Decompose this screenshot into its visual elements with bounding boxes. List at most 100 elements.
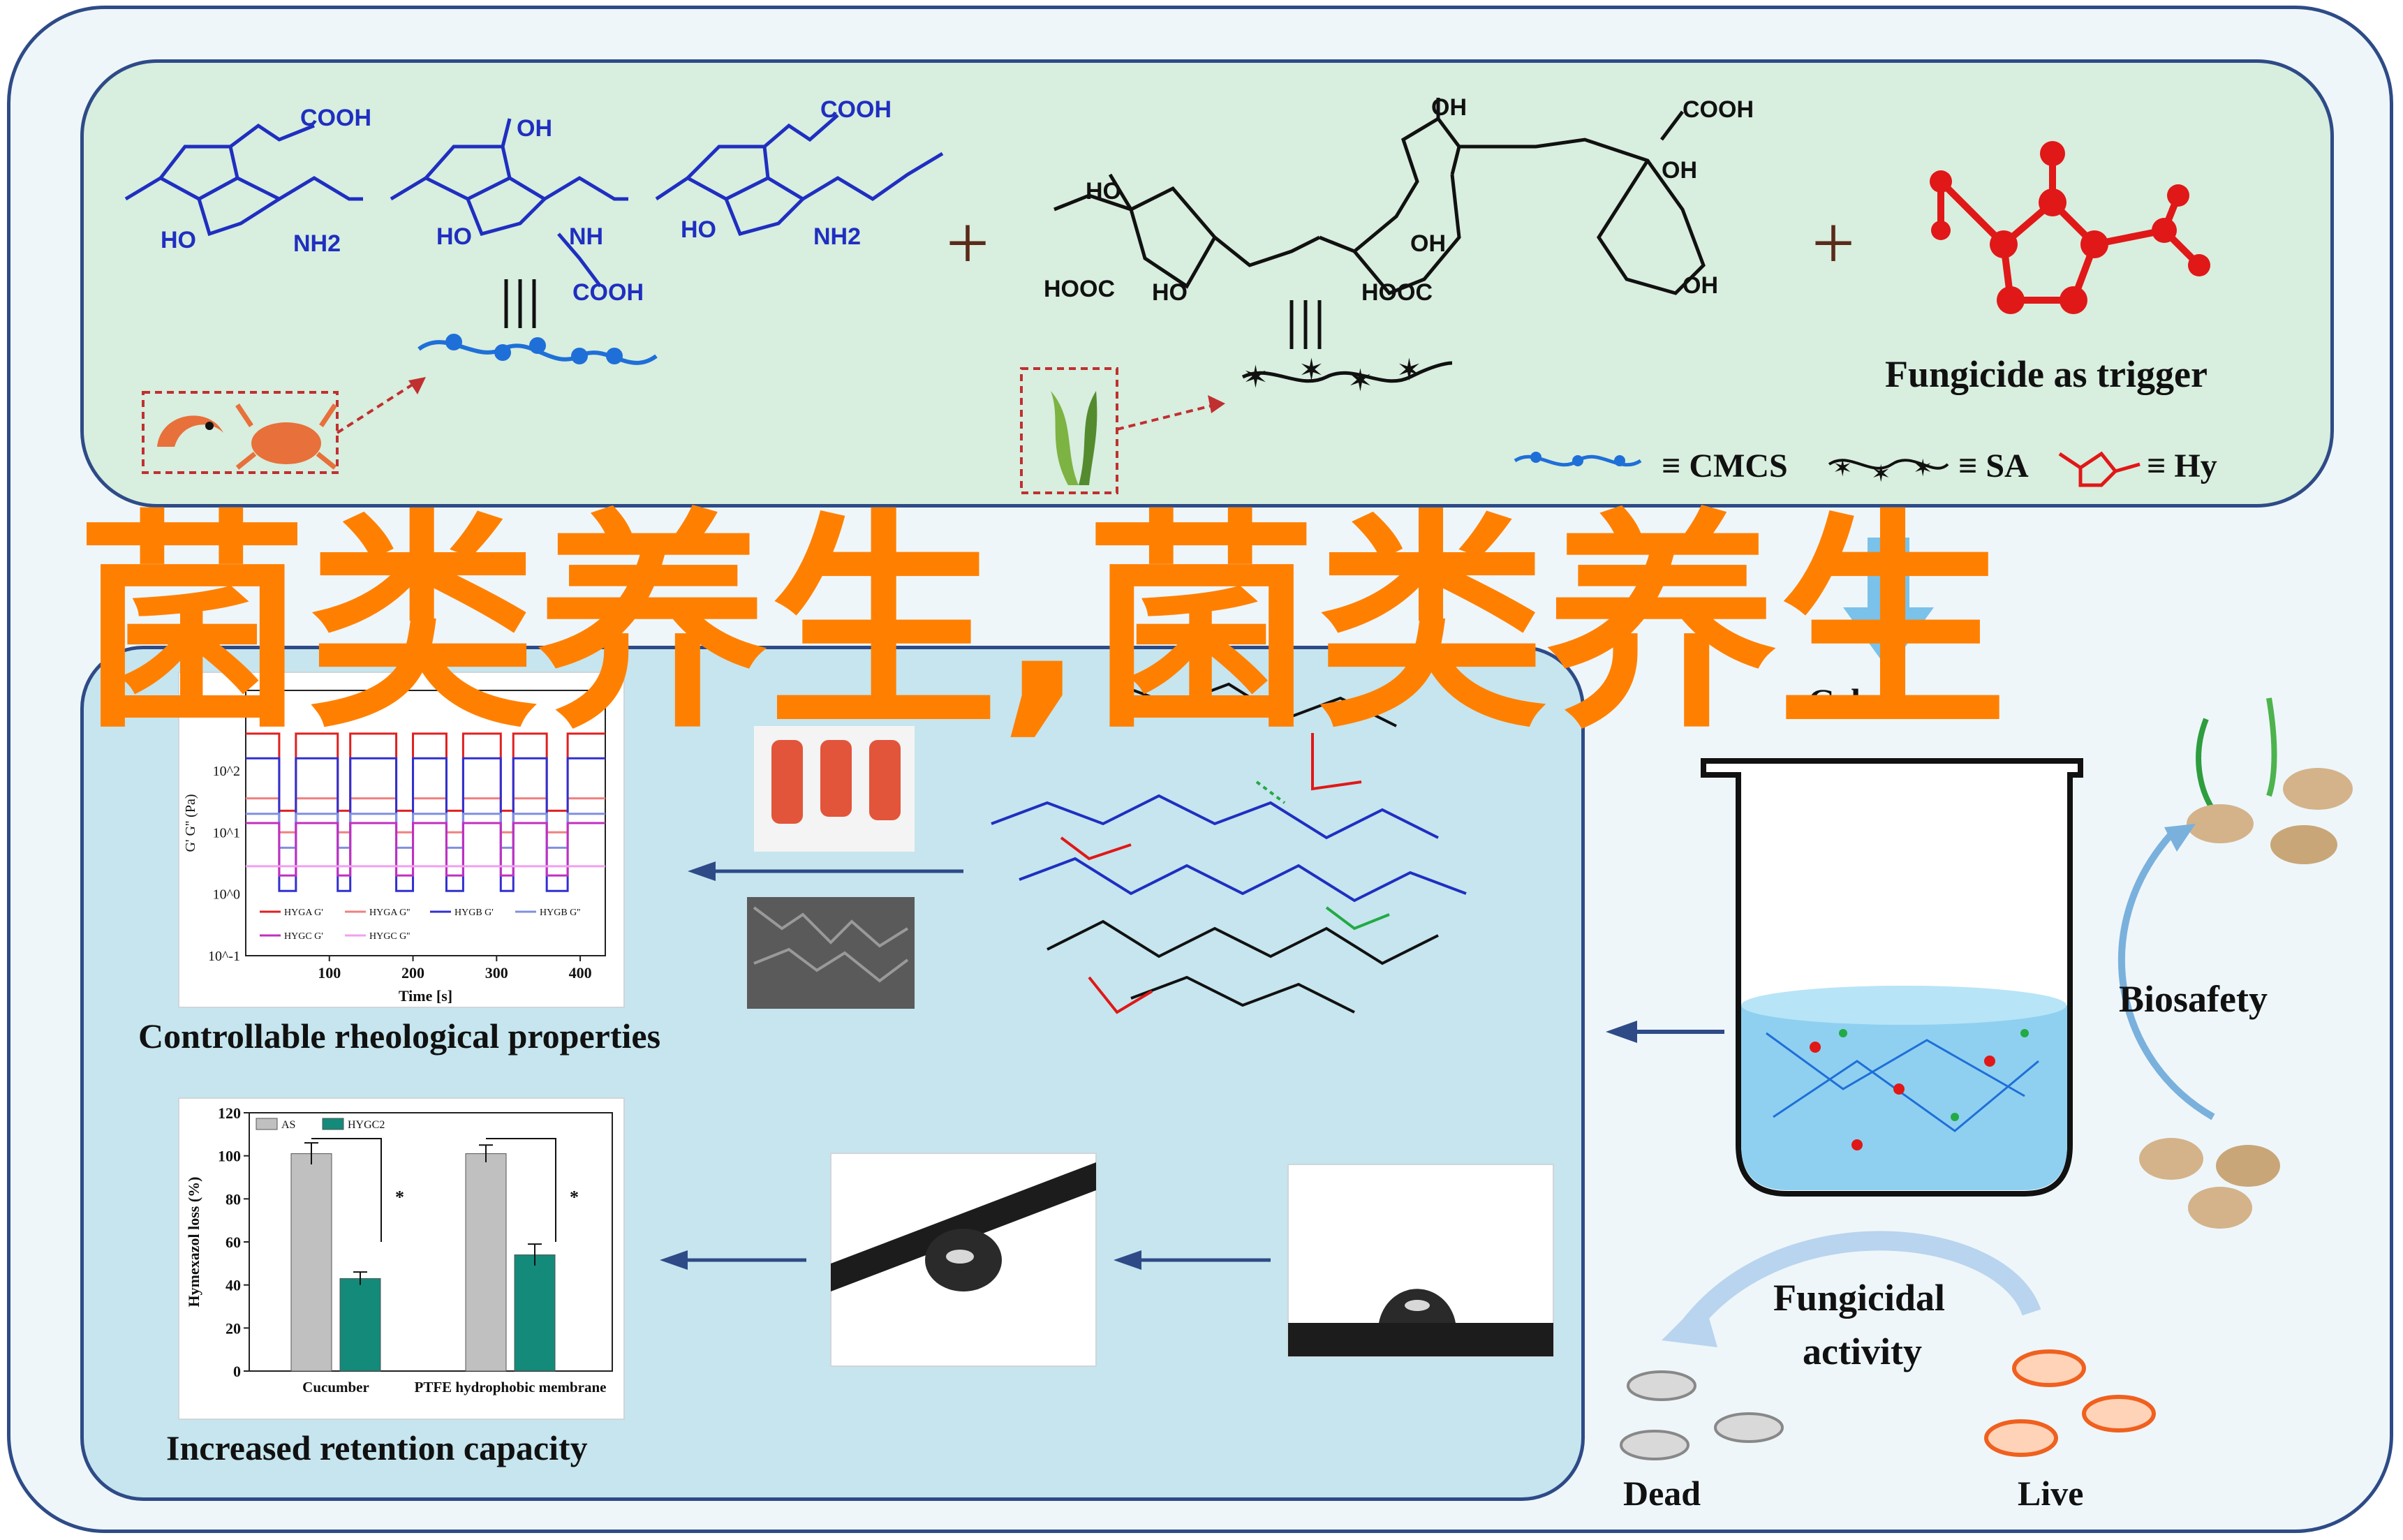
bar xyxy=(514,1254,556,1372)
legend-label: HYGB G' xyxy=(454,908,494,918)
svg-text:✶: ✶ xyxy=(1396,353,1422,387)
y-tick-label: 0 xyxy=(233,1363,241,1380)
plus-sign: + xyxy=(946,200,990,286)
series-line xyxy=(246,797,605,834)
y-axis-label: G' G'' (Pa) xyxy=(183,794,198,852)
chem-label: OH xyxy=(1410,230,1446,257)
crustacean-source-box xyxy=(142,391,339,474)
y-tick-label: 120 xyxy=(218,1104,241,1122)
dead-microbes-icon xyxy=(1620,1370,1784,1460)
svg-text:✶: ✶ xyxy=(1243,360,1269,394)
overlay-text: 菌类养生,菌类养生 xyxy=(77,491,2008,759)
chem-label: COOH xyxy=(300,105,371,131)
svg-text:✶: ✶ xyxy=(1913,456,1933,482)
legend-label: HYGC G' xyxy=(284,931,323,942)
trigger-label: Fungicide as trigger xyxy=(1885,353,2208,395)
legend-sa: ≡ SA xyxy=(1958,447,2029,484)
legend-swatch xyxy=(256,1118,278,1130)
hydrogel-vials-photo xyxy=(754,726,915,852)
biosafety-arrow xyxy=(2117,824,2215,1120)
y-tick-label: 60 xyxy=(225,1234,241,1251)
gelation-label: Gelation xyxy=(1808,681,1937,720)
hydrogel-network xyxy=(991,682,1467,1014)
legend-hy-icon xyxy=(2058,451,2140,487)
legend-swatch xyxy=(322,1118,344,1130)
chem-label: OH xyxy=(1683,272,1718,299)
beaker-to-panel-arrow xyxy=(1606,1021,1724,1043)
legend-label: HYGA G' xyxy=(284,908,323,918)
chem-label: HOOC xyxy=(1044,276,1115,302)
y-tick-label: 80 xyxy=(225,1190,241,1208)
live-label: Live xyxy=(2018,1474,2084,1513)
chem-label: HO xyxy=(161,227,196,253)
chem-label: HO xyxy=(436,223,472,250)
significance-bracket xyxy=(486,1138,556,1242)
hy-molecule xyxy=(1930,141,2210,314)
chem-label: OH xyxy=(1431,94,1467,121)
svg-text:✶: ✶ xyxy=(1871,461,1891,487)
chem-label: COOH xyxy=(1683,96,1754,123)
svg-text:✶: ✶ xyxy=(1833,456,1853,482)
cmcs-chain-icon xyxy=(417,334,658,365)
y-axis-label: Hymexazol loss (%) xyxy=(185,1177,202,1308)
chem-label: HO xyxy=(1152,279,1188,306)
seeds-icon xyxy=(2139,1138,2280,1229)
chem-label: NH2 xyxy=(813,223,862,250)
legend-label: HYGB G'' xyxy=(540,908,580,918)
seaweed-icon xyxy=(1051,391,1097,485)
chem-label: NH xyxy=(569,223,604,250)
x-axis-label: Time [s] xyxy=(399,987,452,1005)
fungicidal-arrow xyxy=(1662,1231,2041,1347)
legend-sa-icon: ✶ ✶ ✶ xyxy=(1828,456,1949,487)
legend-cmcs: ≡ CMCS xyxy=(1662,447,1788,484)
seaweed-source-box xyxy=(1020,367,1118,494)
chem-label: NH2 xyxy=(293,230,341,257)
significance-bracket xyxy=(311,1138,382,1242)
fungicidal-label-line1: Fungicidal xyxy=(1773,1277,1946,1319)
y-tick-label: 100 xyxy=(218,1148,241,1165)
bar xyxy=(339,1278,381,1372)
retention-caption: Increased retention capacity xyxy=(166,1428,588,1467)
sem-image xyxy=(747,897,915,1009)
chem-label: HO xyxy=(681,216,716,243)
y-tick-label: 10^0 xyxy=(213,887,240,903)
x-tick-label: 200 xyxy=(401,964,424,982)
source-arrows xyxy=(336,379,1215,434)
y-tick-label: 10^2 xyxy=(213,764,240,779)
gelation-arrow xyxy=(1843,538,1934,670)
beaker xyxy=(1701,758,2083,1197)
synthesis-panel xyxy=(80,59,2334,508)
significance-star: * xyxy=(570,1187,579,1208)
x-category-label: Cucumber xyxy=(302,1379,369,1395)
chem-label: HOOC xyxy=(1361,279,1433,306)
sa-structure xyxy=(1053,98,1706,295)
x-tick-label: 100 xyxy=(318,964,341,982)
series-line xyxy=(246,732,605,812)
chem-label: HO xyxy=(1086,178,1121,205)
cmcs-structure xyxy=(124,114,944,288)
series-line xyxy=(246,813,605,849)
seed-sprouts-icon xyxy=(2187,697,2353,864)
rheology-caption: Controllable rheological properties xyxy=(138,1016,661,1056)
chem-label: COOH xyxy=(820,96,892,123)
y-tick-label: 20 xyxy=(225,1319,241,1337)
x-tick-label: 400 xyxy=(569,964,592,982)
overlay-watermark-text: 菌类养生,菌类养生 xyxy=(77,510,2171,740)
chem-label: OH xyxy=(1662,157,1697,184)
legend-label: HYGA G'' xyxy=(369,908,410,918)
fungicidal-label-line2: activity xyxy=(1803,1331,1922,1372)
legend-cmcs-icon xyxy=(1514,452,1642,467)
x-tick-label: 300 xyxy=(485,964,508,982)
chem-label: OH xyxy=(517,115,552,142)
y-tick-label: 10^1 xyxy=(213,825,240,841)
series-line xyxy=(246,757,605,892)
y-tick-label: 40 xyxy=(225,1277,241,1294)
x-category-label: PTFE hydrophobic membrane xyxy=(415,1379,607,1395)
bar xyxy=(290,1153,332,1372)
svg-text:✶: ✶ xyxy=(1347,364,1373,398)
legend-label: HYGC G'' xyxy=(369,931,410,942)
